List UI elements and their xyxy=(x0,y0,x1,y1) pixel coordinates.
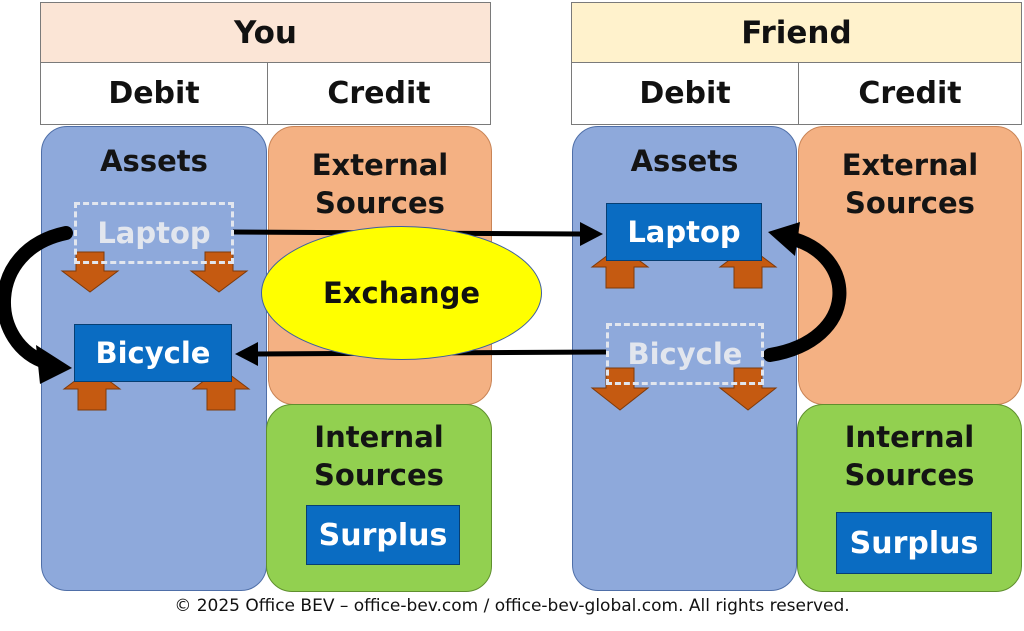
you-internal-title-1: Internal xyxy=(314,420,444,454)
you-credit-label: Credit xyxy=(327,76,431,111)
you-bicycle-label: Bicycle xyxy=(95,336,211,370)
friend-swap-curve-arrow xyxy=(763,231,847,362)
friend-internal-title-1: Internal xyxy=(844,420,975,454)
exchange-ellipse: Exchange xyxy=(261,226,542,360)
you-laptop-item-removed: Laptop xyxy=(74,202,234,264)
friend-external-title-2: Sources xyxy=(845,186,975,220)
friend-external-title-1: External xyxy=(841,148,979,182)
you-surplus-label: Surplus xyxy=(318,517,448,553)
you-laptop-label: Laptop xyxy=(97,216,211,250)
you-assets-title: Assets xyxy=(100,144,208,178)
friend-assets-title: Assets xyxy=(630,144,739,178)
friend-internal-title-2: Sources xyxy=(844,458,975,492)
copyright-footer: © 2025 Office BEV – office-bev.com / off… xyxy=(174,596,850,616)
friend-debit-label: Debit xyxy=(639,76,731,111)
you-external-title-2: Sources xyxy=(315,186,445,220)
friend-laptop-label: Laptop xyxy=(627,215,741,249)
friend-bicycle-label: Bicycle xyxy=(627,337,743,371)
you-surplus-item: Surplus xyxy=(306,505,460,565)
you-external-title-1: External xyxy=(311,148,449,182)
friend-debit-header: Debit xyxy=(571,62,799,125)
friend-swap-curve-head xyxy=(768,222,800,256)
friend-credit-header: Credit xyxy=(798,62,1022,125)
you-header: You xyxy=(40,2,491,63)
friend-credit-label: Credit xyxy=(858,76,962,111)
laptop-transfer-head xyxy=(580,222,603,246)
you-bicycle-item: Bicycle xyxy=(74,324,232,382)
bicycle-transfer-head xyxy=(235,342,258,366)
friend-laptop-item: Laptop xyxy=(606,203,762,261)
you-credit-header: Credit xyxy=(267,62,491,125)
you-title: You xyxy=(234,14,297,51)
you-debit-header: Debit xyxy=(40,62,268,125)
you-debit-label: Debit xyxy=(108,76,200,111)
friend-surplus-item: Surplus xyxy=(836,512,992,574)
friend-surplus-label: Surplus xyxy=(849,525,979,561)
you-swap-curve-arrow xyxy=(0,226,73,370)
exchange-label: Exchange xyxy=(323,276,480,310)
friend-title: Friend xyxy=(741,14,852,51)
you-swap-curve-head xyxy=(36,345,72,384)
friend-bicycle-item-removed: Bicycle xyxy=(606,323,764,385)
you-internal-panel: Internal Sources xyxy=(266,404,492,592)
friend-header: Friend xyxy=(571,2,1022,63)
you-internal-title-2: Sources xyxy=(314,458,444,492)
